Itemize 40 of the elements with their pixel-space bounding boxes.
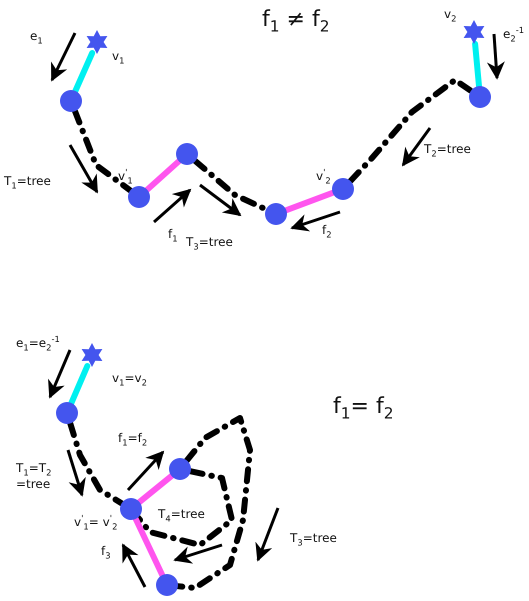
vertex-dot	[56, 402, 78, 424]
edge-line	[283, 190, 336, 214]
edge-line	[72, 50, 96, 94]
star-vertex	[462, 20, 486, 44]
edge-line	[144, 158, 182, 193]
edge-line	[472, 40, 482, 89]
arrow-label: T$_{3}$=tree	[186, 236, 233, 252]
arrow-label: f$_{1}$=f$_{2}$	[118, 432, 148, 448]
vertex-dot	[128, 186, 150, 208]
star-vertex	[80, 343, 104, 367]
star-vertex	[85, 30, 109, 54]
dash-dot-path	[67, 420, 125, 506]
equation-heading: f$_{1}$ ≠ f$_{2}$	[262, 8, 330, 36]
vertex-dot	[60, 90, 82, 112]
vertex-dot	[169, 458, 191, 480]
arrow-label: f$_{3}$	[101, 545, 111, 561]
vertex-label: v$_{2}$	[444, 8, 456, 24]
arrow-label: T$_{4}$=tree	[158, 508, 205, 524]
equation-heading: f$_{1}$= f$_{2}$	[333, 395, 394, 422]
arrow-label: f$_{2}$	[322, 224, 332, 240]
arrow-label: T$_{3}$=tree	[290, 532, 337, 548]
vertex-dot	[120, 498, 142, 520]
edge-line	[136, 473, 174, 505]
vertex-label: v$_{1}$=v$_{2}$	[112, 372, 147, 388]
arrow-label: f$_{1}$	[168, 228, 178, 244]
vertex-dot	[469, 86, 491, 108]
arrow-label: T$_{2}$=tree	[424, 143, 471, 159]
vertex-dot	[332, 178, 354, 200]
vertex-dot	[176, 143, 198, 165]
dash-dot-path	[348, 77, 474, 184]
arrow-label: T$_{1}$=tree	[4, 175, 51, 191]
arrow-label: e$_{1}$	[30, 30, 43, 46]
dash-dot-path	[72, 108, 134, 194]
arrow-label: T$_{1}$=T$_{2}$ =tree	[16, 462, 52, 491]
vertex-label: v$_{1}$	[112, 50, 124, 66]
edge-line	[132, 516, 166, 578]
vertex-dot	[265, 203, 287, 225]
vertex-dot	[156, 574, 178, 596]
edge-line	[68, 363, 90, 406]
dash-dot-path	[174, 415, 253, 591]
